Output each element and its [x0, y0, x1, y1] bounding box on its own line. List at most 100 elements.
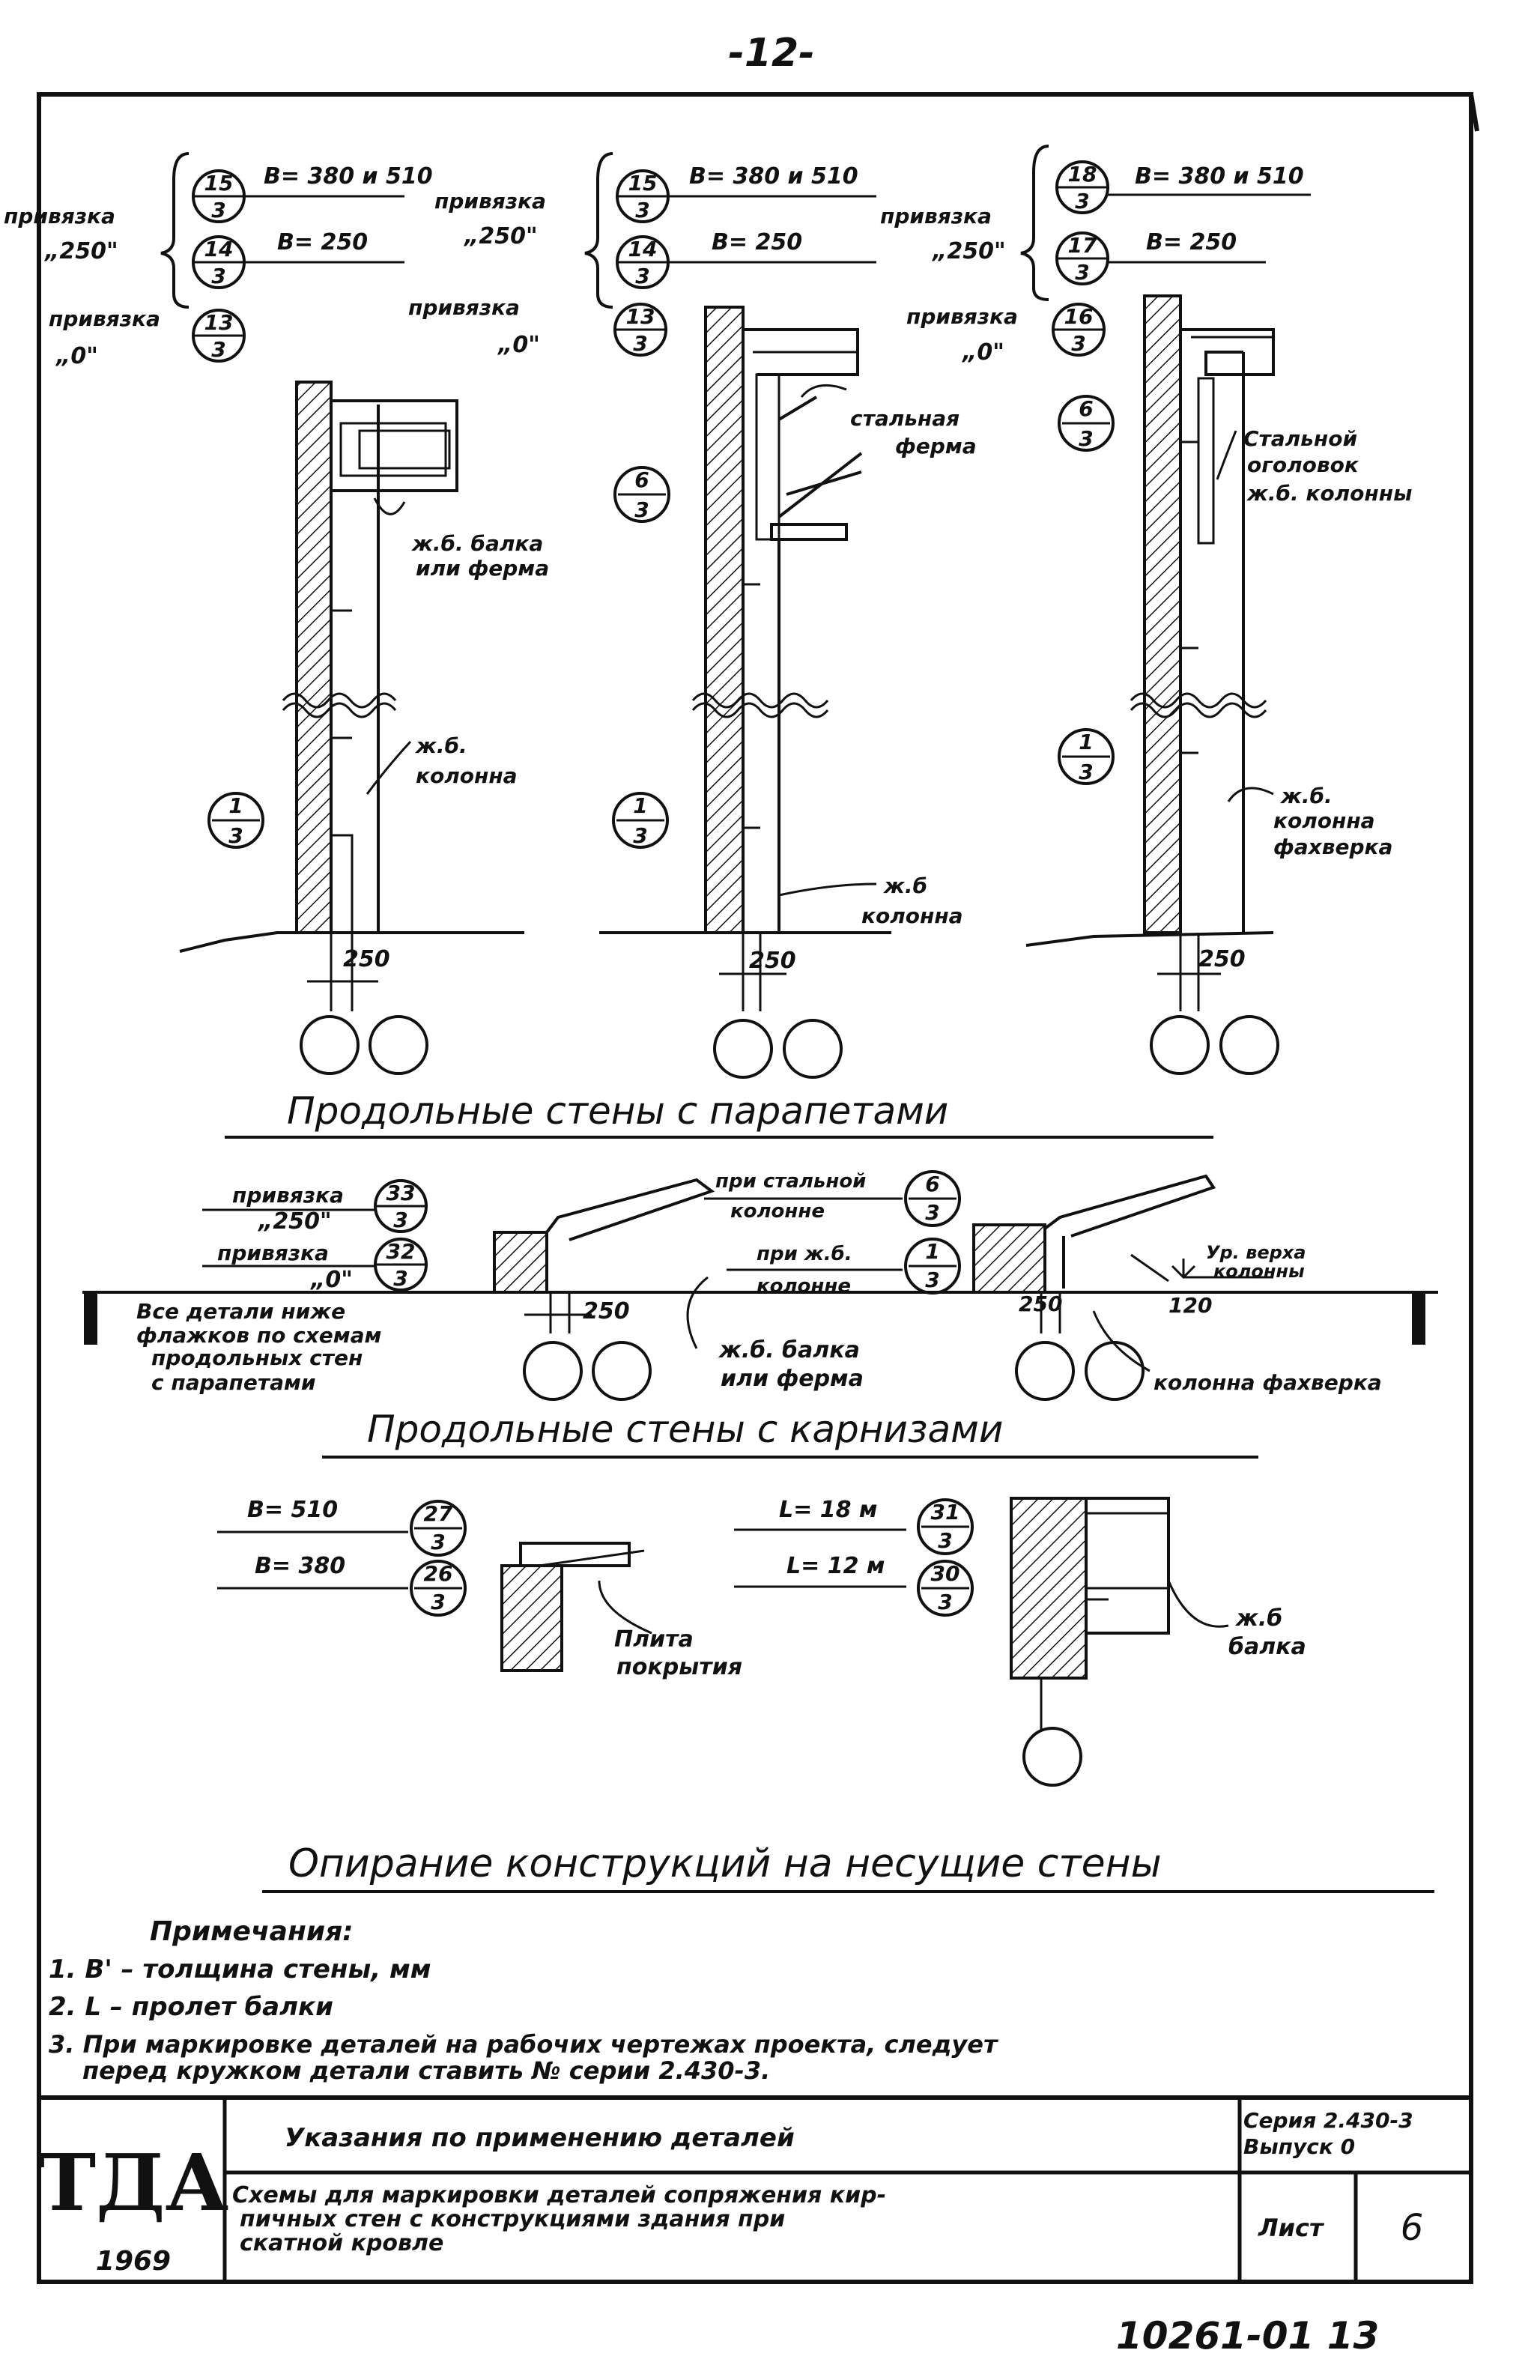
sheet-frame	[37, 92, 1479, 2284]
bubble-num: 1	[228, 793, 243, 818]
bearing-detail-left: B= 510 27 3 B= 380 26 3 Плита покрытия	[217, 1497, 742, 1680]
rc-col-label: при ж.б.	[757, 1243, 852, 1265]
beam-note: или ферма	[416, 556, 549, 581]
head-note: Стальной	[1243, 426, 1357, 451]
beam-note: ж.б. балка	[718, 1337, 860, 1363]
page-number: -12-	[728, 31, 815, 76]
anchor-250-value: „250"	[43, 238, 118, 264]
slab-note: покрытия	[616, 1654, 742, 1680]
bubble-den: 3	[431, 1590, 445, 1614]
bubble-num: 15	[628, 171, 658, 196]
scheme-note: продольных стен	[151, 1345, 363, 1370]
anchor-250-label: привязка	[4, 204, 115, 228]
bubble-den: 3	[1071, 331, 1085, 356]
bubble-num: 1	[1079, 730, 1093, 754]
slab-note: Плита	[614, 1626, 694, 1653]
bubble-num: 32	[386, 1239, 416, 1264]
width-label: B= 250	[712, 229, 802, 255]
beam-note: или ферма	[721, 1366, 864, 1392]
doc-subtitle: скатной кровле	[240, 2230, 443, 2256]
notes-block: Примечания: 1. B' – толщина стены, мм 2.…	[49, 1916, 999, 2085]
bubble-den: 3	[211, 198, 225, 222]
bubble-num: 18	[1068, 162, 1097, 187]
parapet-detail-2: привязка „250" 15 3 B= 380 и 510 14 3 B=…	[408, 152, 977, 1079]
bubble-num: 30	[931, 1561, 960, 1586]
bubble-num: 15	[204, 171, 234, 196]
head-note: ж.б. колонны	[1246, 481, 1412, 506]
column-note: фахверка	[1273, 835, 1392, 859]
bubble-num: 17	[1068, 233, 1097, 258]
bubble-den: 3	[1075, 189, 1089, 214]
bubble-den: 3	[393, 1208, 407, 1232]
scheme-note: флажков по схемам	[136, 1323, 381, 1348]
level-note: Ур. верха	[1206, 1242, 1306, 1263]
anchor-0-label: привязка	[217, 1241, 329, 1265]
title-block: ТДА 1969 Указания по применению деталей …	[38, 2095, 1471, 2282]
truss-note: ферма	[895, 434, 977, 458]
section-title-parapets: Продольные стены с парапетами	[287, 1089, 948, 1133]
truss-note: стальная	[850, 406, 960, 431]
cornice-detail-right: Ур. верха колонны 250 120 колонна фахвер…	[972, 1174, 1382, 1401]
anchor-0-value: „0"	[309, 1267, 353, 1293]
width-label: B= 380 и 510	[264, 163, 433, 190]
notes-heading: Примечания:	[150, 1916, 354, 1947]
width-label: B= 510	[247, 1497, 338, 1523]
bubble-den: 3	[1075, 260, 1089, 285]
anchor-250-label: привязка	[232, 1183, 344, 1208]
bubble-den: 3	[633, 823, 647, 848]
bubble-num: 1	[633, 793, 647, 818]
dimension: 250	[749, 948, 796, 974]
span-label: L= 12 м	[786, 1553, 885, 1579]
sheet-number: 6	[1401, 2207, 1424, 2249]
dimension: 250	[1198, 946, 1246, 972]
bubble-num: 31	[931, 1500, 960, 1524]
bubble-den: 3	[393, 1266, 407, 1291]
cornice-detail-left: привязка „250" 33 3 привязка „0" 32 3 Вс…	[82, 1178, 1438, 1401]
parapet-detail-1: привязка „250" 15 3 B= 380 и 510 14 3 B=…	[4, 152, 549, 1075]
bubble-den: 3	[634, 497, 649, 522]
section-title-bearing: Опирание конструкций на несущие стены	[288, 1841, 1162, 1886]
doc-subtitle: Схемы для маркировки деталей сопряжения …	[232, 2182, 886, 2208]
cornice-detail-mid: при стальной колонне 6 3 при ж.б. колонн…	[686, 1170, 961, 1392]
column-note: ж.б.	[414, 733, 467, 758]
issue: Выпуск 0	[1243, 2134, 1355, 2159]
column-note: ж.б	[882, 873, 927, 898]
column-note: колонна	[861, 903, 963, 928]
bubble-num: 16	[1064, 304, 1094, 329]
sheet-label: Лист	[1258, 2214, 1325, 2242]
anchor-250-value: „250"	[931, 238, 1006, 264]
bubble-num: 26	[424, 1561, 453, 1586]
bubble-num: 27	[424, 1501, 453, 1526]
fachwerk-note: колонна фахверка	[1154, 1370, 1382, 1395]
level-note: колонны	[1213, 1261, 1305, 1282]
bubble-den: 3	[633, 331, 647, 356]
org-logo: ТДА	[38, 2137, 229, 2229]
anchor-0-label: привязка	[49, 306, 160, 331]
dimension: 250	[1019, 1292, 1062, 1316]
steel-col-label: при стальной	[715, 1170, 866, 1193]
dimension: 250	[343, 946, 390, 972]
anchor-250-value: „250"	[463, 223, 538, 249]
note-item: 3. При маркировке деталей на рабочих чер…	[49, 2030, 999, 2059]
bubble-den: 3	[1079, 426, 1093, 451]
head-note: оголовок	[1247, 452, 1359, 477]
width-label: B= 380 и 510	[1135, 163, 1304, 190]
column-note: ж.б.	[1279, 784, 1333, 808]
note-item: 1. B' – толщина стены, мм	[49, 1954, 431, 1984]
doc-title: Указания по применению деталей	[285, 2123, 795, 2153]
anchor-0-value: „0"	[55, 343, 98, 369]
scheme-note: с парапетами	[151, 1370, 316, 1395]
anchor-0-label: привязка	[906, 304, 1018, 329]
bubble-num: 6	[634, 467, 649, 492]
scheme-note: Все детали ниже	[136, 1299, 345, 1324]
bearing-detail-right: L= 18 м 31 3 L= 12 м 30 3 ж.б балка	[734, 1497, 1306, 1787]
bubble-num: 14	[204, 237, 234, 261]
anchor-0-label: привязка	[408, 295, 520, 320]
anchor-0-value: „0"	[497, 332, 540, 358]
width-label: B= 380	[255, 1553, 345, 1579]
note-item: 2. L – пролет балки	[49, 1992, 333, 2022]
parapet-detail-3: привязка „250" 18 3 B= 380 и 510 17 3 B=…	[880, 145, 1412, 1075]
beam-note: ж.б	[1234, 1605, 1282, 1632]
dimension: 250	[583, 1298, 630, 1324]
